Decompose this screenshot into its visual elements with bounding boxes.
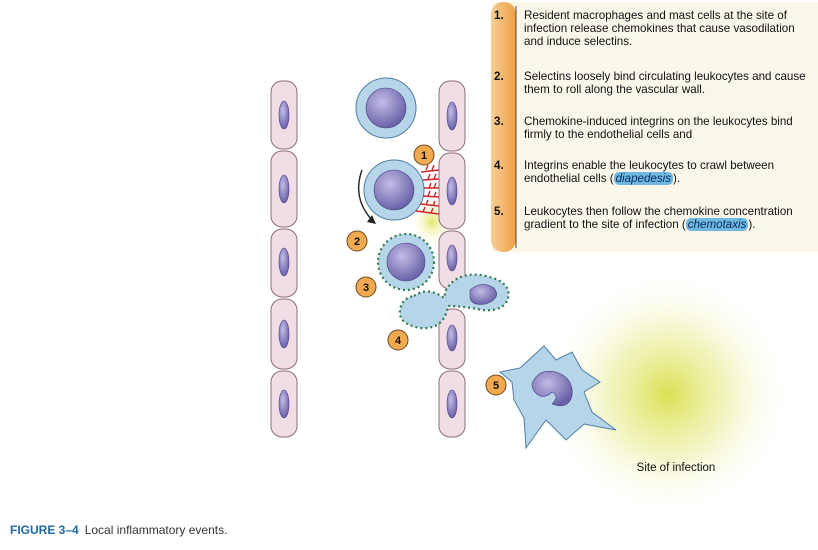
- step-5-number: 5.: [494, 205, 504, 218]
- cell-nucleus: [278, 174, 290, 204]
- marker-4-label: 4: [395, 335, 402, 347]
- step-5-text-before: Leukocytes then follow the chemokine con…: [524, 205, 793, 231]
- cell-nucleus: [278, 319, 290, 349]
- figure-caption-text: Local inflammatory events.: [84, 523, 228, 537]
- migrating-leukocyte: [498, 345, 617, 450]
- cell-nucleus: [278, 389, 290, 419]
- marker-2-label: 2: [354, 236, 360, 248]
- step-timeline-bar: [491, 2, 516, 252]
- step-1-number: 1.: [494, 9, 504, 22]
- left-vessel-nuclei: [278, 100, 290, 419]
- right-vessel-nuclei: [446, 101, 458, 419]
- selectin-bonds: [415, 164, 440, 215]
- cell-nucleus: [278, 100, 290, 130]
- marker-1-label: 1: [421, 150, 427, 162]
- marker-3-label: 3: [363, 282, 369, 294]
- marker-3: 3: [355, 276, 377, 298]
- rolling-arrowhead: [367, 215, 376, 224]
- step-5-highlight: chemotaxis: [685, 218, 749, 231]
- cell-nucleus: [446, 101, 458, 131]
- step-4-text-after: ).: [673, 172, 681, 185]
- rolling-leukocyte: [363, 159, 425, 221]
- step-4-number: 4.: [494, 159, 504, 172]
- marker-2: 2: [346, 230, 368, 252]
- figure-number: FIGURE 3–4: [10, 523, 79, 537]
- cell-nucleus: [278, 247, 290, 277]
- step-4-text: Integrins enable the leukocytes to crawl…: [524, 159, 775, 185]
- step-2-number: 2.: [494, 70, 504, 83]
- circulating-leukocyte: [355, 77, 417, 139]
- cell-nucleus: [446, 176, 458, 206]
- step-1-text: Resident macrophages and mast cells at t…: [524, 9, 795, 48]
- marker-1: 1: [413, 144, 435, 166]
- cell-nucleus: [446, 244, 458, 272]
- cell-nucleus: [446, 389, 458, 419]
- step-4-highlight: diapedesis: [613, 172, 674, 185]
- marker-4: 4: [387, 329, 409, 351]
- step-panel-background: [492, 2, 818, 252]
- infection-glow: [543, 269, 793, 519]
- step-4-text-before: Integrins enable the leukocytes to crawl…: [524, 159, 775, 185]
- step-3-number: 3.: [494, 115, 504, 128]
- step-5-text-after: ).: [748, 218, 756, 231]
- marker-5-label: 5: [493, 380, 499, 392]
- step-2-text: Selectins loosely bind circulating leuko…: [524, 70, 806, 96]
- step-3-text: Chemokine-induced integrins on the leuko…: [524, 115, 793, 141]
- crawling-leukocyte: [398, 273, 510, 330]
- site-of-infection-label: Site of infection: [636, 462, 716, 474]
- step-5-text: Leukocytes then follow the chemokine con…: [524, 205, 793, 231]
- bound-leukocyte: [376, 232, 436, 292]
- figure-caption: FIGURE 3–4 Local inflammatory events.: [10, 523, 227, 537]
- cell-nucleus: [446, 324, 458, 352]
- marker-5: 5: [485, 374, 507, 396]
- rolling-arrow: [358, 169, 373, 221]
